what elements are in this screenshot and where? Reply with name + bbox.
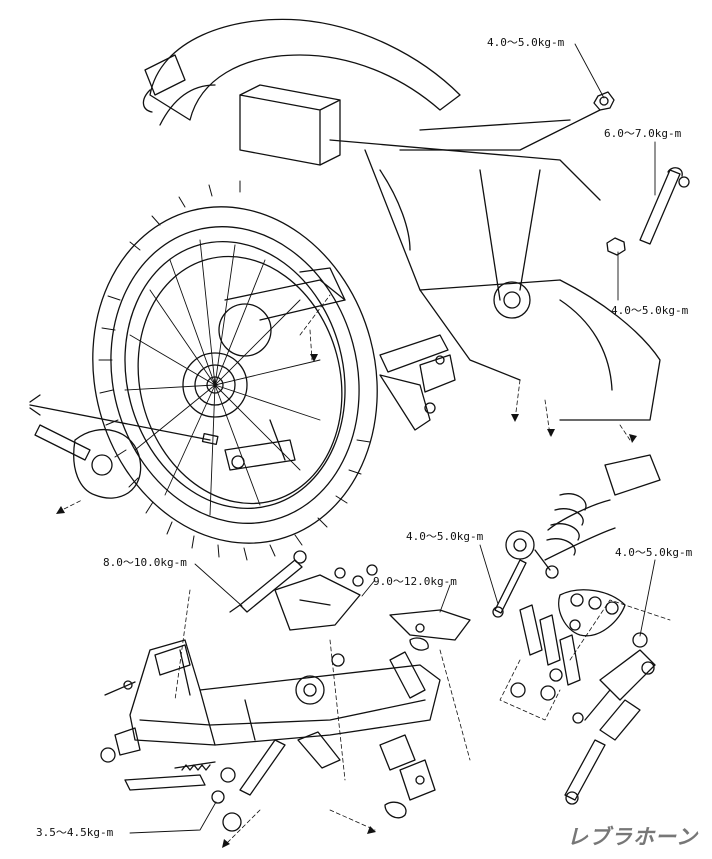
frame-nut (606, 237, 626, 256)
torque-label-top-right-nut: 4.0～5.0kg-m (487, 36, 565, 49)
tire-tread (98, 180, 371, 561)
rear-fender (142, 18, 461, 126)
wheel-spokes (124, 239, 321, 516)
swingarm-collars (222, 637, 429, 832)
side-stand (100, 747, 236, 804)
rear-mount-bracket (104, 644, 191, 756)
swingarm (129, 639, 441, 746)
torque-label-upper-bolt: 6.0～7.0kg-m (604, 127, 682, 140)
rear-wheel (92, 206, 378, 544)
upper-long-bolt (639, 167, 690, 245)
link-pin (564, 739, 606, 805)
rear-shock (505, 454, 661, 579)
rear-hub (182, 352, 248, 418)
footrest-assembly (379, 334, 456, 431)
torque-label-link-right: 4.0～5.0kg-m (615, 546, 693, 559)
link-plate (558, 589, 626, 637)
chain-slider (389, 609, 471, 641)
shock-upper-bolt (492, 559, 527, 618)
brake-panel (34, 424, 142, 499)
axle-parts (224, 419, 296, 471)
brake-rod (29, 394, 219, 446)
watermark-text: レブラホーン (567, 825, 698, 849)
chain-adjuster-parts (379, 734, 436, 819)
battery-box (239, 84, 341, 166)
leader-lines (129, 43, 656, 834)
chain-guide (274, 564, 378, 631)
link-collars (510, 604, 581, 701)
pivot-shaft (229, 550, 307, 613)
link-arm-right (572, 632, 656, 741)
main-frame (329, 109, 661, 421)
torque-label-frame-nut: 4.0～5.0kg-m (611, 304, 689, 317)
dashed-guide-lines (57, 294, 671, 846)
torque-label-pivot-shaft: 8.0～10.0kg-m (103, 556, 187, 569)
torque-label-shock-upper: 4.0～5.0kg-m (406, 530, 484, 543)
torque-label-stand-bolt: 3.5～4.5kg-m (36, 826, 114, 839)
torque-label-swingarm-bolt: 9.0～12.0kg-m (373, 575, 457, 588)
direction-arrows (56, 354, 637, 848)
top-right-nut (593, 91, 615, 111)
sprocket-and-chain (218, 267, 346, 357)
